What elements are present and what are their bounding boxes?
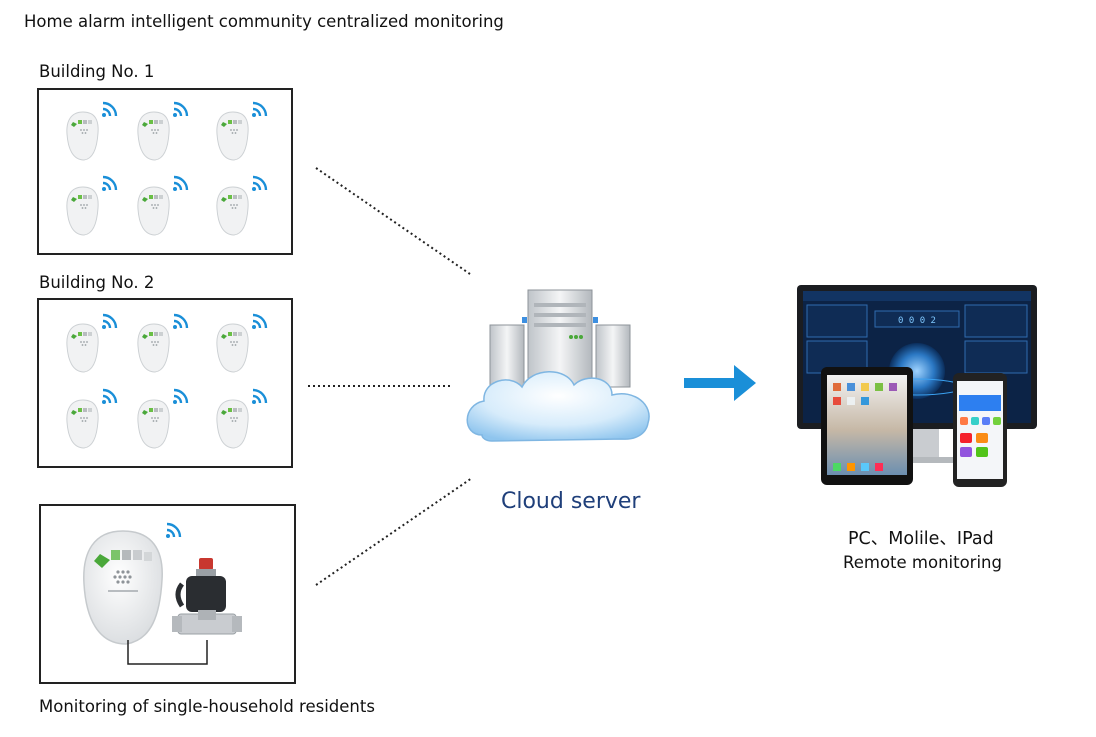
gas-detector-icon xyxy=(137,323,171,373)
cloud-server-label: Cloud server xyxy=(501,489,641,514)
wifi-icon xyxy=(251,387,269,405)
wifi-icon xyxy=(251,174,269,192)
wifi-icon xyxy=(172,174,190,192)
gas-detector-icon xyxy=(137,111,171,161)
gas-detector-icon xyxy=(137,186,171,236)
remote-monitoring-label: Remote monitoring xyxy=(843,553,1002,572)
building-1-box xyxy=(37,88,293,255)
cloud-server-icon xyxy=(466,289,650,442)
wifi-icon xyxy=(251,100,269,118)
gas-detector-icon xyxy=(216,323,250,373)
gas-detector-icon xyxy=(216,399,250,449)
wifi-icon xyxy=(251,312,269,330)
gas-valve-icon xyxy=(172,558,242,635)
screen-counter: 0 0 0 2 xyxy=(898,316,936,326)
large-gas-detector-icon xyxy=(83,530,163,645)
wifi-icon xyxy=(101,100,119,118)
wifi-icon xyxy=(165,521,183,539)
gas-detector-icon xyxy=(66,186,100,236)
dotted-connector-building-1 xyxy=(315,167,471,275)
remote-devices-label: PC、Molile、IPad xyxy=(848,529,994,549)
wifi-icon xyxy=(172,387,190,405)
gas-detector-icon xyxy=(137,399,171,449)
single-household-box xyxy=(39,504,296,684)
gas-detector-icon xyxy=(216,111,250,161)
building-2-box xyxy=(37,298,293,468)
wifi-icon xyxy=(101,312,119,330)
dotted-connector-single xyxy=(315,477,473,586)
building-2-label: Building No. 2 xyxy=(39,273,155,292)
wifi-icon xyxy=(172,312,190,330)
wifi-icon xyxy=(101,174,119,192)
gas-detector-icon xyxy=(66,323,100,373)
detector-valve-wire xyxy=(127,640,208,665)
single-household-label: Monitoring of single-household residents xyxy=(39,697,375,716)
gas-detector-icon xyxy=(216,186,250,236)
building-1-label: Building No. 1 xyxy=(39,62,155,81)
wifi-icon xyxy=(172,100,190,118)
remote-devices-icon: 0 0 0 2 xyxy=(797,285,1037,487)
wifi-icon xyxy=(101,387,119,405)
arrow-right-icon xyxy=(684,365,756,401)
gas-detector-icon xyxy=(66,399,100,449)
gas-detector-icon xyxy=(66,111,100,161)
diagram-title: Home alarm intelligent community central… xyxy=(24,12,504,31)
